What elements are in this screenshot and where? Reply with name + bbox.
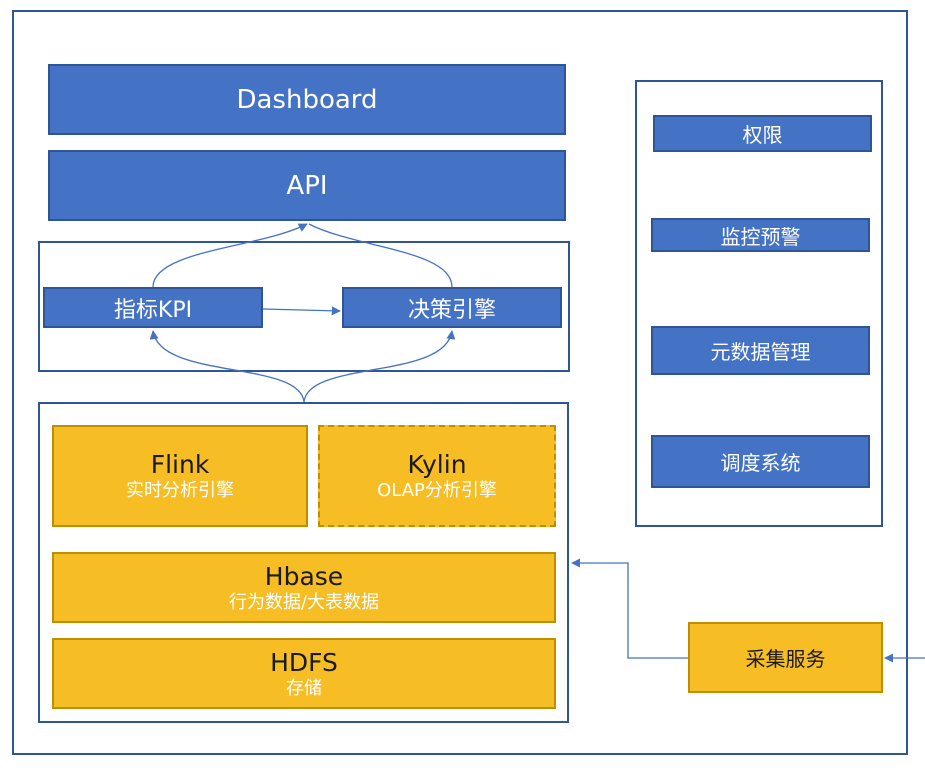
flink-box[interactable]: Flink 实时分析引擎 [52, 425, 308, 527]
decision-engine-box[interactable]: 决策引擎 [342, 287, 562, 328]
kpi-to-decision-connector [262, 306, 341, 316]
outer-frame [12, 10, 908, 755]
collector-to-compute-connector [571, 558, 688, 659]
hdfs-title: HDFS [270, 647, 338, 677]
side-item-scheduler[interactable]: 调度系统 [651, 435, 870, 488]
compute-container [38, 402, 569, 723]
kylin-box[interactable]: Kylin OLAP分析引擎 [318, 425, 556, 527]
collector-box[interactable]: 采集服务 [688, 622, 883, 693]
hdfs-subtitle: 存储 [286, 677, 322, 699]
hbase-subtitle: 行为数据/大表数据 [228, 591, 380, 613]
hbase-box[interactable]: Hbase 行为数据/大表数据 [52, 552, 556, 623]
api-label: API [286, 170, 328, 201]
kylin-subtitle: OLAP分析引擎 [377, 480, 497, 501]
compute-to-decision-connector [303, 330, 456, 403]
compute-to-kpi-connector [149, 330, 305, 403]
side-panel [635, 80, 883, 527]
side-item-metadata[interactable]: 元数据管理 [651, 326, 870, 375]
side-item-label: 权限 [742, 123, 783, 147]
collector-label: 采集服务 [745, 647, 826, 671]
side-item-label: 监控预警 [720, 224, 801, 249]
hdfs-box[interactable]: HDFS 存储 [52, 638, 556, 709]
kpi-to-api-connector [152, 223, 308, 288]
dashboard-layer[interactable]: Dashboard [48, 64, 566, 135]
engine-container [38, 241, 570, 372]
hbase-title: Hbase [264, 561, 344, 591]
decision-to-api-connector [308, 223, 453, 288]
flink-subtitle: 实时分析引擎 [126, 480, 234, 501]
kpi-engine-box[interactable]: 指标KPI [43, 287, 263, 328]
flink-title: Flink [150, 450, 210, 479]
decision-engine-label: 决策引擎 [407, 297, 496, 323]
side-item-monitoring[interactable]: 监控预警 [651, 218, 870, 252]
kylin-title: Kylin [407, 450, 467, 479]
api-layer[interactable]: API [48, 150, 566, 221]
kpi-engine-label: 指标KPI [113, 297, 193, 323]
side-item-label: 元数据管理 [710, 340, 811, 364]
dashboard-label: Dashboard [236, 84, 378, 115]
side-item-permission[interactable]: 权限 [653, 115, 872, 152]
side-item-label: 调度系统 [720, 451, 801, 475]
